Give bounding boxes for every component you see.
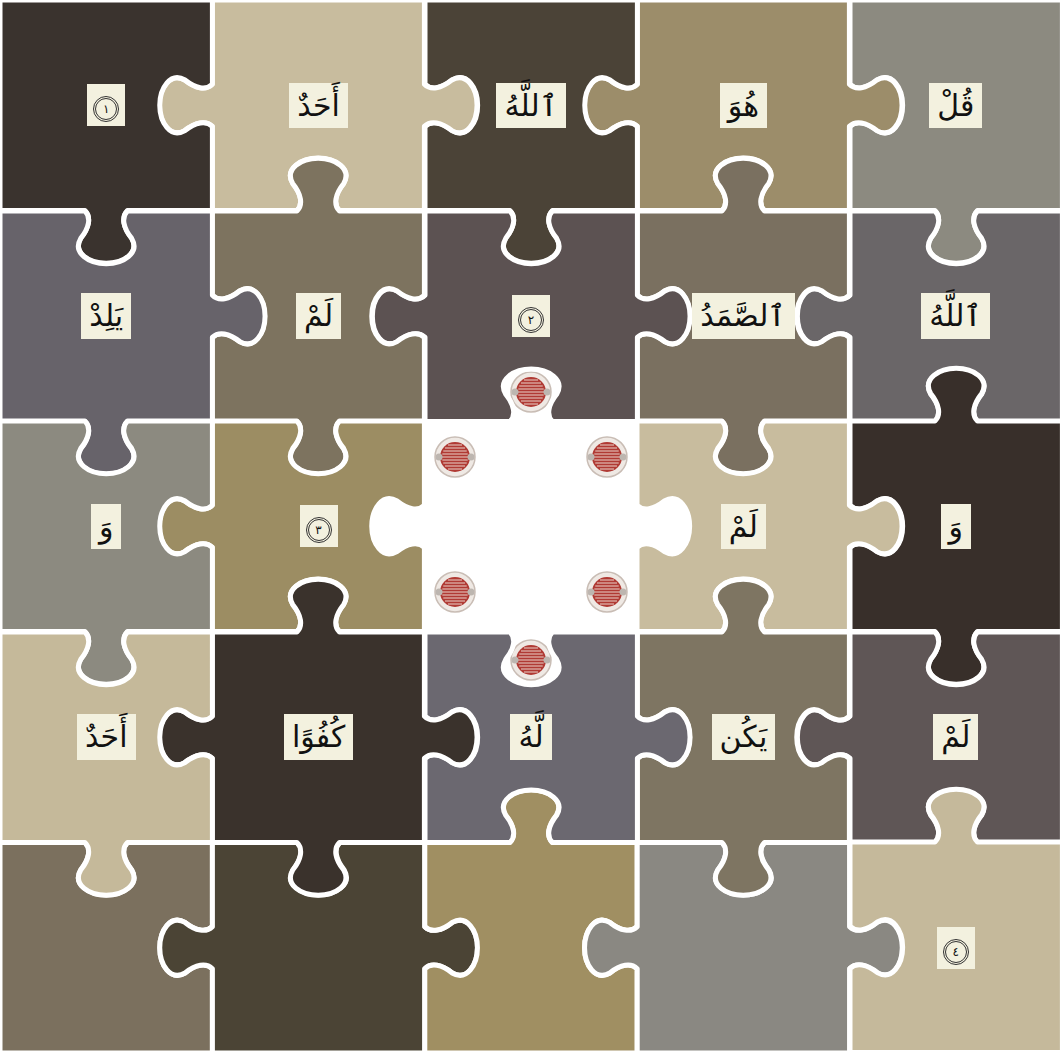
word-label: أَحَدٌ [289, 83, 348, 129]
verse-marker: ١ [87, 84, 125, 126]
quran-word: ٱللَّهُ [504, 84, 557, 128]
word-label: هُوَ [720, 83, 767, 129]
light-sensor [435, 437, 475, 477]
quran-word: يَكُن [720, 715, 768, 759]
quran-word: لَّهُ [518, 715, 543, 759]
verse-marker: ٤ [937, 927, 975, 969]
puzzle-piece: يَلِدْ [0, 211, 212, 422]
quran-word: ٱلصَّمَدُ [700, 294, 786, 338]
word-label: كُفُوًا [284, 714, 353, 760]
light-sensor [435, 572, 475, 612]
light-sensor [587, 437, 627, 477]
quran-word: ٱللَّهُ [929, 294, 982, 338]
verse-number: ١ [93, 96, 119, 122]
word-label: وَ [941, 504, 972, 550]
quran-word: يَلِدْ [89, 294, 123, 338]
word-label: وَ [91, 504, 122, 550]
puzzle-piece: ٤ [850, 842, 1062, 1053]
piece-shape [0, 572, 272, 903]
light-sensor [511, 372, 551, 412]
quran-word: وَ [949, 505, 964, 549]
verse-number: ٢ [518, 307, 544, 333]
quran-word: أَحَدٌ [85, 715, 128, 759]
puzzle-piece: ١ [0, 0, 212, 211]
word-label: لَمْ [933, 714, 978, 760]
word-label: قُلْ [929, 83, 982, 129]
verse-number: ٣ [306, 517, 332, 543]
word-label: يَكُن [712, 714, 776, 760]
word-label: لَّهُ [510, 714, 551, 760]
quran-word: لَمْ [304, 294, 333, 338]
quran-word: هُوَ [728, 84, 759, 128]
word-label: أَحَدٌ [77, 714, 136, 760]
light-sensor [511, 640, 551, 680]
puzzle-piece: ٢ [425, 211, 637, 422]
word-label: ٱللَّهُ [496, 83, 565, 129]
light-sensor [587, 572, 627, 612]
puzzle-piece: وَ [0, 421, 212, 632]
puzzle-piece: أَحَدٌ [0, 632, 212, 843]
quran-word: أَحَدٌ [297, 84, 340, 128]
verse-number: ٤ [943, 939, 969, 965]
quran-word: لَمْ [941, 715, 970, 759]
quran-word: قُلْ [937, 84, 974, 128]
verse-marker: ٣ [300, 505, 338, 547]
verse-marker: ٢ [512, 295, 550, 337]
word-label: يَلِدْ [81, 293, 131, 339]
quran-word: كُفُوًا [292, 715, 345, 759]
puzzle-piece: كُفُوًا [212, 632, 424, 843]
word-label: لَمْ [721, 504, 766, 550]
word-label: ٱللَّهُ [921, 293, 990, 339]
word-label: ٱلصَّمَدُ [692, 293, 794, 339]
word-label: لَمْ [296, 293, 341, 339]
quran-word: وَ [99, 505, 114, 549]
quran-word: لَمْ [729, 505, 758, 549]
piece-shape [790, 782, 1062, 1053]
